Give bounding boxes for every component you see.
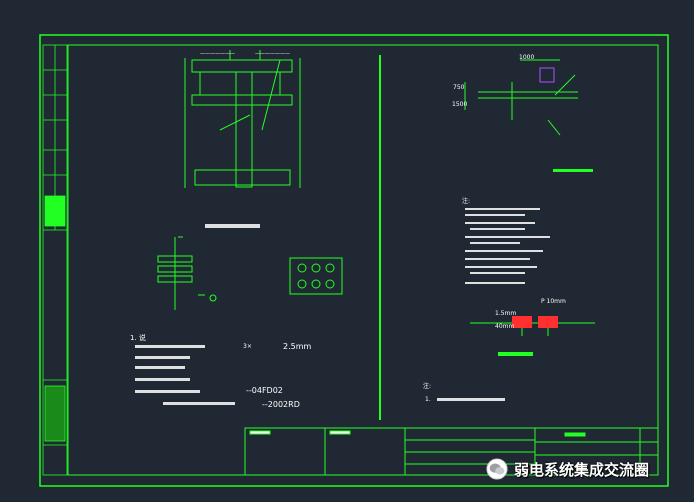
fixture-label-1: P 10mm xyxy=(541,298,566,305)
notes-heading-left: 1. 说 xyxy=(130,333,146,342)
std-code-1: --04FD02 xyxy=(246,386,283,395)
left-title-strip xyxy=(42,44,68,476)
fixture-detail xyxy=(470,316,595,336)
spec-value: 2.5mm xyxy=(283,342,312,351)
terminal-block-detail xyxy=(289,257,343,295)
dim-top-right: 1000 xyxy=(519,54,534,61)
detail-caption-bar xyxy=(205,224,260,228)
bottom-note-mark: 注: xyxy=(423,382,431,390)
dim-left-bottom: 1500 xyxy=(452,101,467,108)
notes-heading-right: 注: xyxy=(462,197,470,205)
fixture-caption-bar xyxy=(498,352,533,356)
notes-lines-left xyxy=(135,345,235,405)
std-code-2: --2002RD xyxy=(262,400,300,409)
notes-lines-right xyxy=(465,208,550,284)
fixture-label-2: 40mm xyxy=(495,323,514,330)
bottom-note-line: 1. xyxy=(425,396,431,403)
wechat-icon xyxy=(486,458,508,480)
fixture-label-3: 1.5mm xyxy=(495,310,516,317)
ground-bar-detail xyxy=(157,236,217,310)
watermark: 弱电系统集成交流圈 xyxy=(486,456,649,482)
roof-detail xyxy=(464,59,578,136)
spec-mark: 3× xyxy=(243,343,252,350)
column-section-detail xyxy=(184,50,301,188)
watermark-text: 弱电系统集成交流圈 xyxy=(514,460,650,479)
title-block xyxy=(244,427,659,476)
roof-caption-bar xyxy=(553,169,593,172)
dim-left-top: 750 xyxy=(453,84,465,91)
bottom-note-bar xyxy=(437,398,505,401)
detail-dim-label: ——————— xyxy=(200,51,235,57)
detail-dim-label-2: ——————— xyxy=(255,51,290,57)
